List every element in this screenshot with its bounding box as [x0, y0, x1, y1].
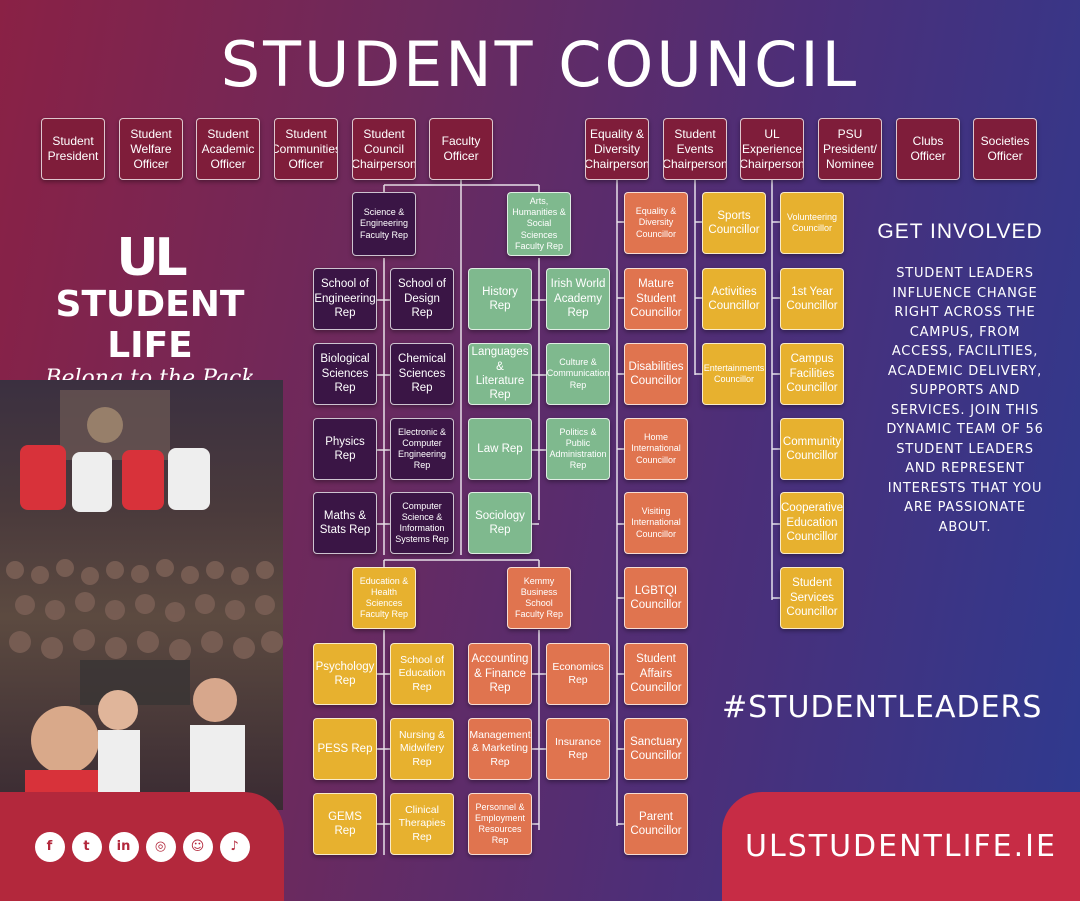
rep-irish-world-academy: Irish World Academy Rep	[546, 268, 610, 330]
students-photo	[0, 380, 283, 810]
faculty-rep-ahss: Arts, Humanities & Social Sciences Facul…	[507, 192, 571, 256]
officer-ul-experience-chairperson: UL Experience Chairperson	[740, 118, 804, 180]
councillor-activities: Activities Councillor	[702, 268, 766, 330]
rep-maths-stats: Maths & Stats Rep	[313, 492, 377, 554]
instagram-icon[interactable]: ◎	[145, 831, 176, 862]
officer-psu-president: PSU President/ Nominee	[818, 118, 882, 180]
councillor-lgbtqi: LGBTQI Councillor	[624, 567, 688, 629]
rep-school-of-design: School of Design Rep	[390, 268, 454, 330]
twitter-icon[interactable]: t	[71, 831, 102, 862]
ul-logo-mark: UL	[116, 228, 187, 288]
officer-faculty: Faculty Officer	[429, 118, 493, 180]
councillor-parent: Parent Councillor	[624, 793, 688, 855]
officer-welfare: Student Welfare Officer	[119, 118, 183, 180]
rep-school-of-engineering: School of Engineering Rep	[313, 268, 377, 330]
councillor-equality-diversity: Equality & Diversity Councillor	[624, 192, 688, 254]
officer-student-president: Student President	[41, 118, 105, 180]
councillor-student-services: Student Services Councillor	[780, 567, 844, 629]
councillor-sanctuary: Sanctuary Councillor	[624, 718, 688, 780]
ul-student-life-logo: UL STUDENT LIFE Belong to the Pack	[30, 228, 270, 391]
officer-clubs: Clubs Officer	[896, 118, 960, 180]
councillor-disabilities: Disabilities Councillor	[624, 343, 688, 405]
linkedin-icon[interactable]: in	[108, 831, 139, 862]
rep-culture-communication: Culture & Communication Rep	[546, 343, 610, 405]
rep-economics: Economics Rep	[546, 643, 610, 705]
rep-physics: Physics Rep	[313, 418, 377, 480]
councillor-student-affairs: Student Affairs Councillor	[624, 643, 688, 705]
councillor-entertainments: Entertainments Councillor	[702, 343, 766, 405]
councillor-community: Community Councillor	[780, 418, 844, 480]
officer-academic: Student Academic Officer	[196, 118, 260, 180]
rep-chemical-sciences: Chemical Sciences Rep	[390, 343, 454, 405]
rep-nursing-midwifery: Nursing & Midwifery Rep	[390, 718, 454, 780]
rep-insurance: Insurance Rep	[546, 718, 610, 780]
brand-name: STUDENT LIFE	[55, 284, 245, 366]
councillor-volunteering: Volunteering Councillor	[780, 192, 844, 254]
rep-history: History Rep	[468, 268, 532, 330]
officer-societies: Societies Officer	[973, 118, 1037, 180]
page-title: STUDENT COUNCIL	[220, 28, 860, 101]
rep-accounting-finance: Accounting & Finance Rep	[468, 643, 532, 705]
faculty-rep-kemmy: Kemmy Business School Faculty Rep	[507, 567, 571, 629]
get-involved-text: STUDENT LEADERS INFLUENCE CHANGE RIGHT A…	[886, 266, 1044, 535]
snapchat-icon[interactable]: ☺	[182, 831, 213, 862]
tiktok-icon[interactable]: ♪	[219, 831, 250, 862]
councillor-mature-student: Mature Student Councillor	[624, 268, 688, 330]
councillor-visiting-international: Visiting International Councillor	[624, 492, 688, 554]
get-involved-heading: GET INVOLVED	[877, 220, 1043, 243]
rep-school-of-education: School of Education Rep	[390, 643, 454, 705]
rep-languages-literature: Languages & Literature Rep	[468, 343, 532, 405]
rep-electronic-computer-engineering: Electronic & Computer Engineering Rep	[390, 418, 454, 480]
officer-communities: Student Communities Officer	[274, 118, 338, 180]
officer-events-chairperson: Student Events Chairperson	[663, 118, 727, 180]
rep-management-marketing: Management & Marketing Rep	[468, 718, 532, 780]
rep-gems: GEMS Rep	[313, 793, 377, 855]
faculty-rep-science-engineering: Science & Engineering Faculty Rep	[352, 192, 416, 256]
rep-pess: PESS Rep	[313, 718, 377, 780]
rep-computer-science: Computer Science & Information Systems R…	[390, 492, 454, 554]
rep-personnel-employment: Personnel & Employment Resources Rep	[468, 793, 532, 855]
rep-psychology: Psychology Rep	[313, 643, 377, 705]
councillor-campus-facilities: Campus Facilities Councillor	[780, 343, 844, 405]
social-media-bar: f t in ◎ ☺ ♪	[0, 792, 284, 901]
councillor-sports: Sports Councillor	[702, 192, 766, 254]
rep-sociology: Sociology Rep	[468, 492, 532, 554]
hashtag: #STUDENTLEADERS	[722, 690, 1043, 725]
rep-biological-sciences: Biological Sciences Rep	[313, 343, 377, 405]
councillor-home-international: Home International Councillor	[624, 418, 688, 480]
councillor-cooperative-education: Cooperative Education Councillor	[780, 492, 844, 554]
officer-council-chairperson: Student Council Chairperson	[352, 118, 416, 180]
councillor-1st-year: 1st Year Councillor	[780, 268, 844, 330]
officer-equality-chairperson: Equality & Diversity Chairperson	[585, 118, 649, 180]
rep-law: Law Rep	[468, 418, 532, 480]
faculty-rep-education-health: Education & Health Sciences Faculty Rep	[352, 567, 416, 629]
website-link[interactable]: ULSTUDENTLIFE.IE	[722, 792, 1080, 901]
rep-clinical-therapies: Clinical Therapies Rep	[390, 793, 454, 855]
facebook-icon[interactable]: f	[34, 831, 65, 862]
rep-politics-public-administration: Politics & Public Administration Rep	[546, 418, 610, 480]
